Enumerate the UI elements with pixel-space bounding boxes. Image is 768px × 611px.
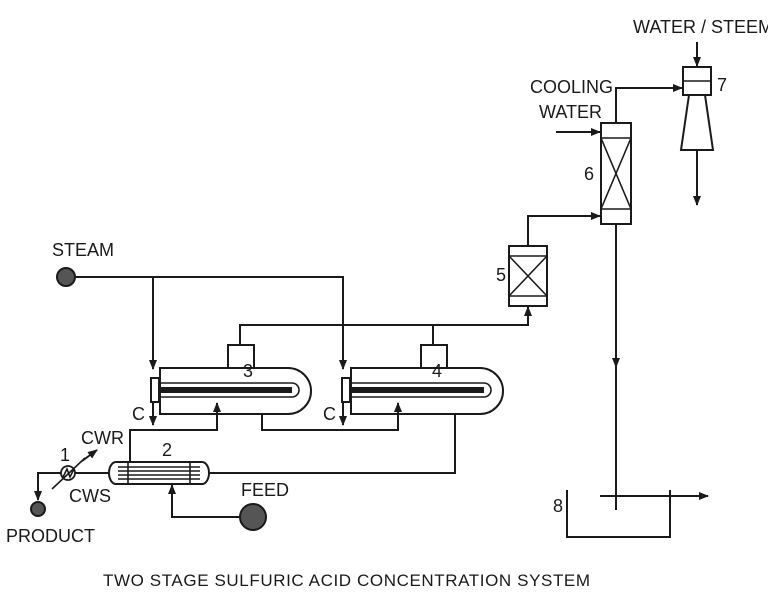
diagram-caption: TWO STAGE SULFURIC ACID CONCENTRATION SY… (103, 571, 591, 590)
water-steem-label: WATER / STEEM (633, 17, 768, 37)
scrubber-column-6 (600, 122, 632, 225)
equipment-number-5: 5 (496, 265, 506, 285)
steam-label: STEAM (52, 240, 114, 260)
cooler-1 (51, 449, 98, 490)
equipment-number-7: 7 (717, 75, 727, 95)
equipment-number-4: 4 (432, 361, 442, 381)
cooling-water-label: WATER (539, 102, 602, 122)
ejector-7 (679, 42, 715, 206)
condensate-label-2: C (323, 404, 336, 424)
mist-eliminator-5 (508, 245, 548, 307)
steam-source (56, 267, 76, 287)
feed-source (239, 503, 267, 531)
feed-label: FEED (241, 480, 289, 500)
equipment-number-6: 6 (584, 164, 594, 184)
product-tank-8 (566, 490, 671, 538)
evaporator-4 (341, 344, 504, 415)
heat-exchanger-2 (108, 461, 210, 485)
evaporator-3 (150, 344, 312, 415)
cwr-label: CWR (81, 428, 124, 448)
equipment-number-3: 3 (243, 361, 253, 381)
equipment-number-8: 8 (553, 496, 563, 516)
condensate-label-1: C (132, 404, 145, 424)
product-label: PRODUCT (6, 526, 95, 546)
equipment-number-2: 2 (162, 440, 172, 460)
product-sink (30, 501, 46, 517)
equipment-number-1: 1 (60, 445, 70, 465)
cws-label: CWS (69, 486, 111, 506)
cooling-label: COOLING (530, 77, 613, 97)
